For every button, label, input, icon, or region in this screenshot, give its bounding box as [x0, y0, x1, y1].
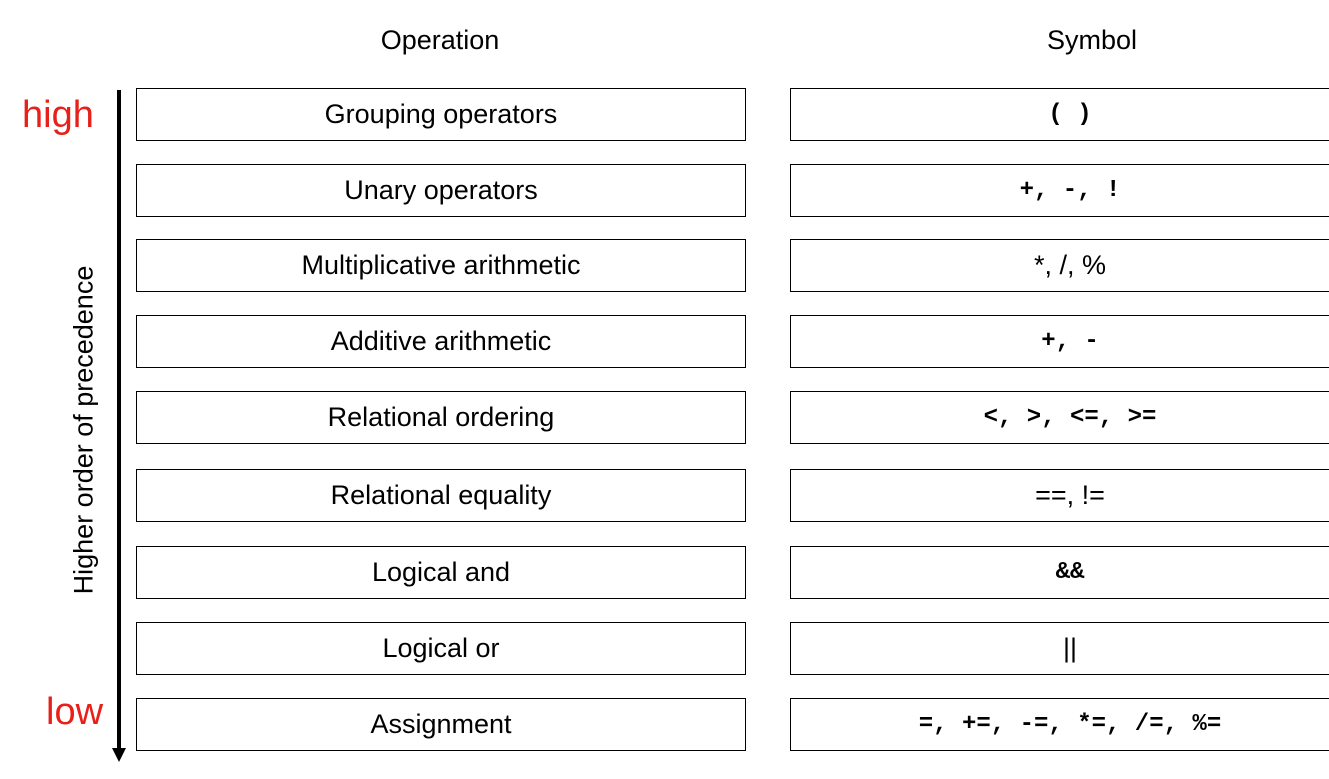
low-precedence-label: low [46, 691, 104, 733]
operation-column-header: Operation [380, 25, 500, 55]
high-precedence-label: high [22, 94, 94, 136]
operation-box: Assignment [136, 698, 746, 751]
symbol-box: || [790, 622, 1329, 675]
symbol-box: ==, != [790, 469, 1329, 522]
operation-box: Logical and [136, 546, 746, 599]
symbol-box: +, - [790, 315, 1329, 368]
operation-box: Additive arithmetic [136, 315, 746, 368]
symbol-box: <, >, <=, >= [790, 391, 1329, 444]
symbol-box: =, +=, -=, *=, /=, %= [790, 698, 1329, 751]
operation-box: Relational equality [136, 469, 746, 522]
precedence-axis-label: Higher order of precedence [68, 265, 99, 595]
symbol-box: ( ) [790, 88, 1329, 141]
symbol-box: && [790, 546, 1329, 599]
precedence-axis-line [117, 90, 121, 752]
operation-box: Logical or [136, 622, 746, 675]
arrow-down-icon [112, 748, 126, 762]
operation-box: Grouping operators [136, 88, 746, 141]
symbol-box: +, -, ! [790, 164, 1329, 217]
symbol-column-header: Symbol [1046, 25, 1138, 55]
symbol-box: *, /, % [790, 239, 1329, 292]
operation-box: Multiplicative arithmetic [136, 239, 746, 292]
operation-box: Unary operators [136, 164, 746, 217]
operation-box: Relational ordering [136, 391, 746, 444]
